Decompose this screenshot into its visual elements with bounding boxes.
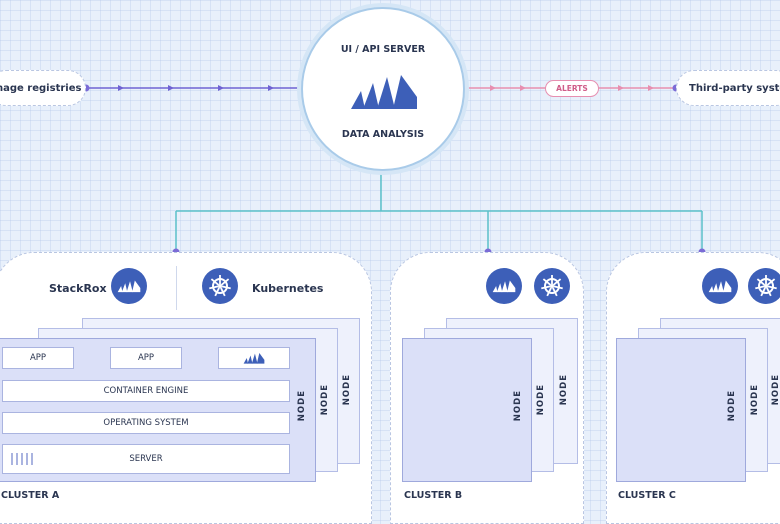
app-label: APP xyxy=(137,353,155,363)
ui-api-server-hub: UI / API SERVER DATA ANALYSIS xyxy=(301,7,465,171)
alerts-label: ALERTS xyxy=(556,84,588,93)
stackrox-agent-box xyxy=(218,347,290,369)
kubernetes-wheel-icon xyxy=(755,275,777,297)
node-label: NODE xyxy=(750,384,760,416)
operating-system-box: OPERATING SYSTEM xyxy=(2,412,290,434)
stackrox-logo-icon xyxy=(117,280,141,293)
node-layer-front xyxy=(616,338,746,482)
kubernetes-label: Kubernetes xyxy=(252,282,324,295)
third-party-systems-label: Third-party systems xyxy=(689,82,780,94)
kubernetes-badge xyxy=(748,268,780,304)
node-label: NODE xyxy=(771,374,780,406)
server-label: SERVER xyxy=(129,454,163,464)
kubernetes-wheel-icon xyxy=(541,275,563,297)
kubernetes-badge xyxy=(534,268,570,304)
stackrox-logo-icon xyxy=(492,280,516,293)
brand-divider xyxy=(176,266,177,310)
kubernetes-badge xyxy=(202,268,238,304)
server-box: SERVER xyxy=(2,444,290,474)
operating-system-label: OPERATING SYSTEM xyxy=(103,418,189,428)
kubernetes-wheel-icon xyxy=(209,275,231,297)
node-label: NODE xyxy=(727,390,737,422)
stackrox-badge xyxy=(111,268,147,304)
container-engine-label: CONTAINER ENGINE xyxy=(103,386,189,396)
app-label: APP xyxy=(29,353,47,363)
stackrox-logo-icon xyxy=(708,280,732,293)
node-label: NODE xyxy=(297,390,307,422)
stackrox-badge xyxy=(486,268,522,304)
third-party-systems-pill: Third-party systems xyxy=(676,70,780,106)
image-registries-pill: Image registries xyxy=(0,70,86,106)
node-label: NODE xyxy=(513,390,523,422)
app-box-1: APP xyxy=(2,347,74,369)
node-label: NODE xyxy=(559,374,569,406)
stackrox-logo-icon xyxy=(243,352,265,364)
server-rack-icon xyxy=(11,453,35,465)
alerts-tag: ALERTS xyxy=(545,80,599,97)
node-label: NODE xyxy=(320,384,330,416)
cluster-a-label: CLUSTER A xyxy=(1,490,60,501)
hub-subtitle: DATA ANALYSIS xyxy=(341,129,425,140)
stackrox-logo-icon xyxy=(351,75,417,109)
node-layer-front xyxy=(402,338,532,482)
cluster-b-label: CLUSTER B xyxy=(404,490,463,501)
stackrox-label: StackRox xyxy=(49,282,107,295)
container-engine-box: CONTAINER ENGINE xyxy=(2,380,290,402)
app-box-2: APP xyxy=(110,347,182,369)
image-registries-label: Image registries xyxy=(0,82,82,94)
node-label: NODE xyxy=(536,384,546,416)
stackrox-badge xyxy=(702,268,738,304)
cluster-c-label: CLUSTER C xyxy=(618,490,676,501)
node-label: NODE xyxy=(342,374,352,406)
hub-title: UI / API SERVER xyxy=(340,44,426,55)
